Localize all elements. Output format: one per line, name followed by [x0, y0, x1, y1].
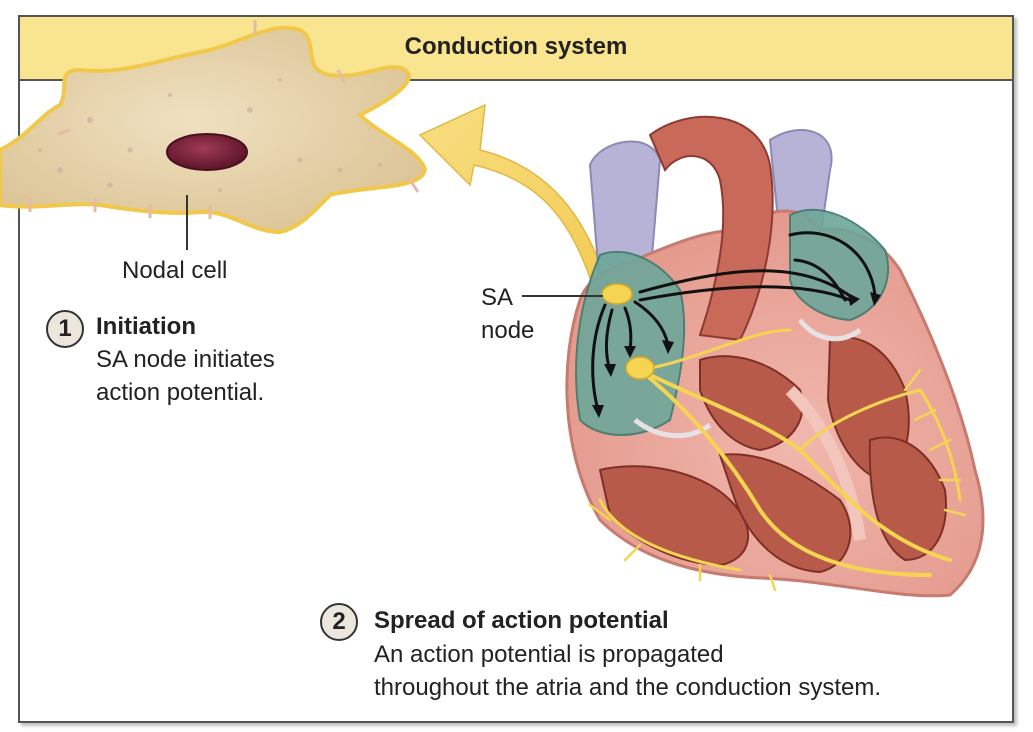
step-1-heading: Initiation — [96, 313, 196, 340]
av-node — [625, 356, 655, 380]
impulse-arrowheads — [592, 292, 881, 418]
step-2-line2: throughout the atria and the conduction … — [374, 674, 881, 701]
diagram-title: Conduction system — [404, 33, 628, 60]
cell-nucleus — [166, 133, 248, 171]
nodal-cell-label: Nodal cell — [122, 257, 228, 284]
step-2-number: 2 — [320, 603, 358, 641]
step-1-line2: action potential. — [96, 379, 265, 406]
nodal-cell — [0, 20, 428, 235]
sa-node — [601, 283, 633, 305]
sa-node-to-cell-arrow — [418, 103, 612, 293]
sa-node-label-line1: SA — [481, 284, 514, 311]
sa-node-label-line2: node — [481, 317, 535, 344]
conduction-pathway — [588, 328, 967, 592]
step-1-line1: SA node initiates — [96, 346, 275, 373]
step-2-heading: Spread of action potential — [374, 607, 669, 634]
heart — [565, 115, 985, 598]
step-1-number: 1 — [46, 310, 84, 348]
step-2-line1: An action potential is propagated — [374, 641, 724, 668]
